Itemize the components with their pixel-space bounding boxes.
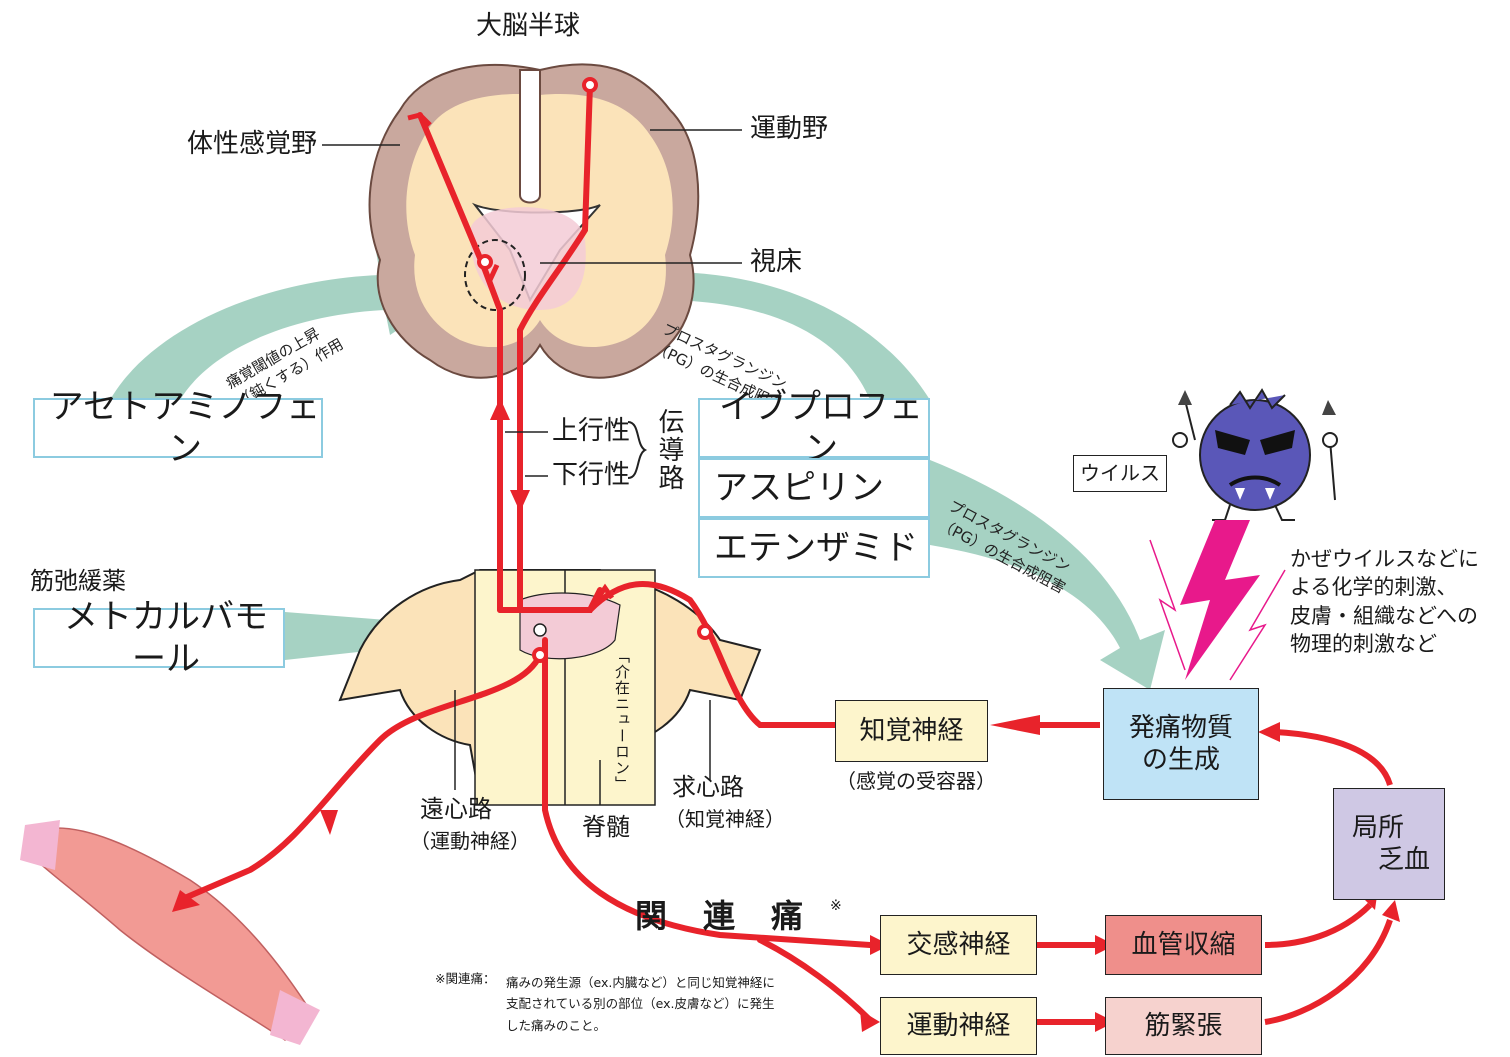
- referred-line: [542, 637, 873, 948]
- referred-pain-label: 関 連 痛: [635, 897, 806, 935]
- aspirin-box: アスピリン: [698, 458, 930, 518]
- pain-substance-box: 発痛物質 の生成: [1103, 688, 1259, 800]
- vasoconstriction-box: 血管収縮: [1105, 915, 1262, 975]
- descending-path-line: [517, 82, 593, 613]
- referred-motor-line: [757, 937, 873, 1023]
- stimulus-text: かぜウイルスなどに よる化学的刺激、 皮膚・組織などへの 物理的刺激など: [1290, 545, 1479, 658]
- efferent-sub-label: （運動神経）: [410, 829, 530, 853]
- pathway-label: 伝導路: [654, 408, 684, 492]
- ischemia-line: 乏血: [1377, 845, 1430, 875]
- stimulus-line: 物理的刺激など: [1290, 632, 1437, 657]
- footnote-line: 痛みの発生源（ex.内臓など）と同じ知覚神経に: [506, 975, 775, 990]
- acetaminophen-effect-arrow: [110, 245, 465, 400]
- somatosensory-label: 体性感覚野: [187, 129, 318, 159]
- acetaminophen-box: アセトアミノフェン: [33, 387, 323, 469]
- pathway-brace: [627, 421, 648, 479]
- ibuprofen-box: イブプロフェン: [698, 387, 930, 469]
- sympathetic-nerve-box: 交感神経: [880, 915, 1037, 975]
- local-ischemia-box: 局所 乏血: [1333, 788, 1445, 900]
- ascending-label: 上行性: [552, 416, 631, 446]
- stimulus-line: かぜウイルスなどに: [1290, 547, 1479, 571]
- ethenzamide-box: エテンザミド: [698, 518, 930, 578]
- pain-substance-line: の生成: [1141, 745, 1220, 775]
- pg-inhibition-arrow: [930, 460, 1165, 690]
- spinal-cord-label: 脊髄: [582, 813, 630, 841]
- ascending-path-line: [417, 112, 503, 613]
- methocarbamol-box: メトカルバモール: [33, 597, 285, 679]
- afferent-line: [587, 581, 838, 728]
- pain-substance-line: 発痛物質: [1128, 712, 1233, 743]
- footnote-line: 支配されている別の部位（ex.皮膚など）に発生: [506, 996, 775, 1012]
- descending-label: 下行性: [552, 460, 631, 490]
- sensory-nerve-box: 知覚神経: [835, 700, 988, 762]
- thalamus-label: 視床: [750, 247, 803, 277]
- motor-nerve-box: 運動神経: [880, 997, 1037, 1055]
- efferent-label: 遠心路: [420, 795, 492, 823]
- ischemia-line: 局所: [1352, 812, 1405, 843]
- footnote: 痛みの発生源（ex.内臓など）と同じ知覚神経に 支配されている別の部位（ex.皮…: [506, 972, 775, 1036]
- virus-icon: [1172, 388, 1338, 521]
- footnote-head: ※関連痛：: [435, 971, 496, 986]
- cerebrum: [368, 63, 700, 379]
- muscle-relaxant-label: 筋弛緩薬: [30, 567, 126, 595]
- interneuron-label: 「介在ニューロン」: [613, 648, 631, 792]
- referred-pain-mark: ※: [830, 898, 842, 914]
- footnote-line: した痛みのこと。: [506, 1017, 607, 1033]
- efferent-line: [177, 652, 543, 903]
- sensory-receptor-label: （感覚の受容器）: [836, 769, 996, 793]
- motor-area-label: 運動野: [750, 114, 829, 144]
- virus-label: ウイルス: [1073, 455, 1167, 492]
- cerebrum-title: 大脳半球: [476, 11, 581, 41]
- afferent-sub-label: （知覚神経）: [665, 807, 785, 831]
- muscle-tension-box: 筋緊張: [1105, 997, 1262, 1055]
- afferent-label: 求心路: [672, 773, 744, 801]
- stimulus-bolt-icon: [1180, 520, 1260, 680]
- stimulus-line: 皮膚・組織などへの: [1290, 603, 1478, 628]
- stimulus-line: よる化学的刺激、: [1290, 575, 1458, 600]
